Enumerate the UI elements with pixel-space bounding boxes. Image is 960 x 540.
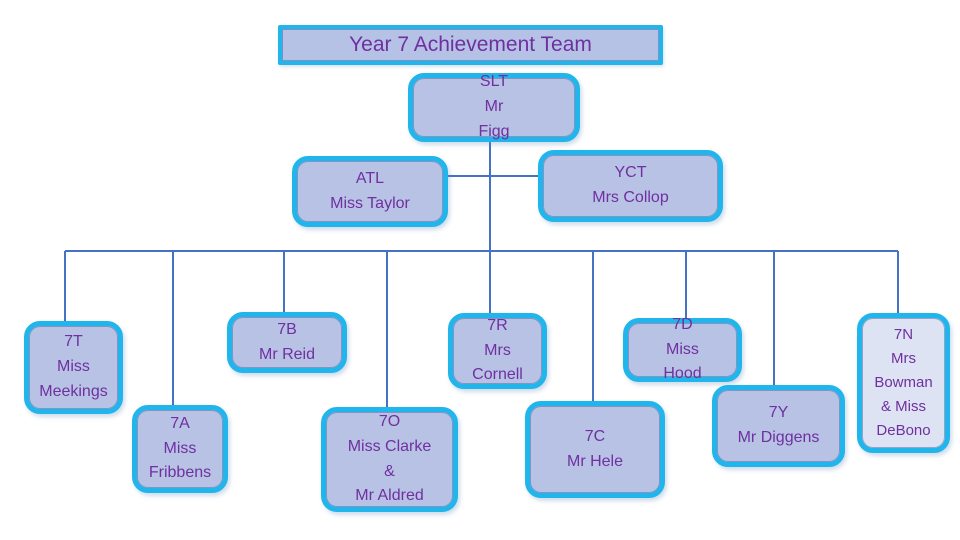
- node-line: 7D: [672, 315, 693, 333]
- node-line: Fribbens: [148, 464, 212, 482]
- node-line: Hood: [663, 365, 702, 383]
- chart-title: Year 7 Achievement Team: [278, 25, 663, 65]
- node-line: Miss: [57, 358, 90, 376]
- node-line: Mr Reid: [258, 345, 315, 363]
- org-node-7o: 7O Miss Clarke & Mr Aldred: [321, 407, 458, 512]
- org-node-7t: 7T Miss Meekings: [24, 321, 123, 414]
- org-node-7c: 7C Mr Hele: [525, 401, 665, 498]
- node-line: &: [384, 462, 395, 480]
- org-node-7r: 7R Mrs Cornell: [448, 313, 547, 389]
- node-line: 7Y: [768, 404, 789, 422]
- org-node-atl: ATL Miss Taylor: [292, 156, 448, 227]
- node-line: ATL: [355, 169, 385, 187]
- org-node-7y: 7Y Mr Diggens: [712, 385, 845, 467]
- node-line: Figg: [478, 122, 510, 140]
- node-line: Cornell: [472, 366, 523, 384]
- node-line: Mr Diggens: [737, 429, 820, 446]
- node-line: & Miss: [881, 398, 926, 415]
- org-node-7d: 7D Miss Hood: [623, 316, 742, 382]
- org-node-7a: 7A Miss Fribbens: [132, 405, 228, 493]
- node-line: 7T: [64, 333, 83, 351]
- node-line: 7B: [277, 320, 297, 338]
- org-node-7b: 7B Mr Reid: [227, 312, 347, 373]
- node-line: Mr Aldred: [355, 487, 424, 505]
- org-node-yct: YCT Mrs Collop: [538, 150, 723, 222]
- node-line: Mr: [484, 98, 504, 116]
- node-line: Mrs: [484, 341, 511, 359]
- node-line: SLT: [479, 73, 509, 91]
- node-line: Miss Clarke: [347, 437, 432, 455]
- node-line: 7R: [487, 316, 508, 334]
- node-line: Bowman: [874, 374, 933, 391]
- org-node-slt: SLT Mr Figg: [408, 73, 580, 142]
- node-line: Miss Taylor: [330, 194, 410, 212]
- node-line: Miss: [666, 340, 699, 358]
- node-line: 7C: [584, 427, 606, 445]
- node-line: 7N: [893, 326, 914, 343]
- node-line: Meekings: [39, 382, 108, 400]
- node-line: DeBono: [876, 422, 931, 439]
- chart-title-label: Year 7 Achievement Team: [349, 33, 592, 56]
- node-line: 7A: [170, 414, 190, 432]
- node-line: Miss: [163, 439, 197, 457]
- org-node-7n: 7N Mrs Bowman & Miss DeBono: [857, 313, 950, 453]
- node-line: Mr Hele: [566, 452, 623, 470]
- node-line: Mrs Collop: [592, 189, 669, 206]
- node-line: YCT: [614, 164, 647, 182]
- node-line: 7O: [378, 412, 401, 430]
- node-line: Mrs: [891, 350, 916, 367]
